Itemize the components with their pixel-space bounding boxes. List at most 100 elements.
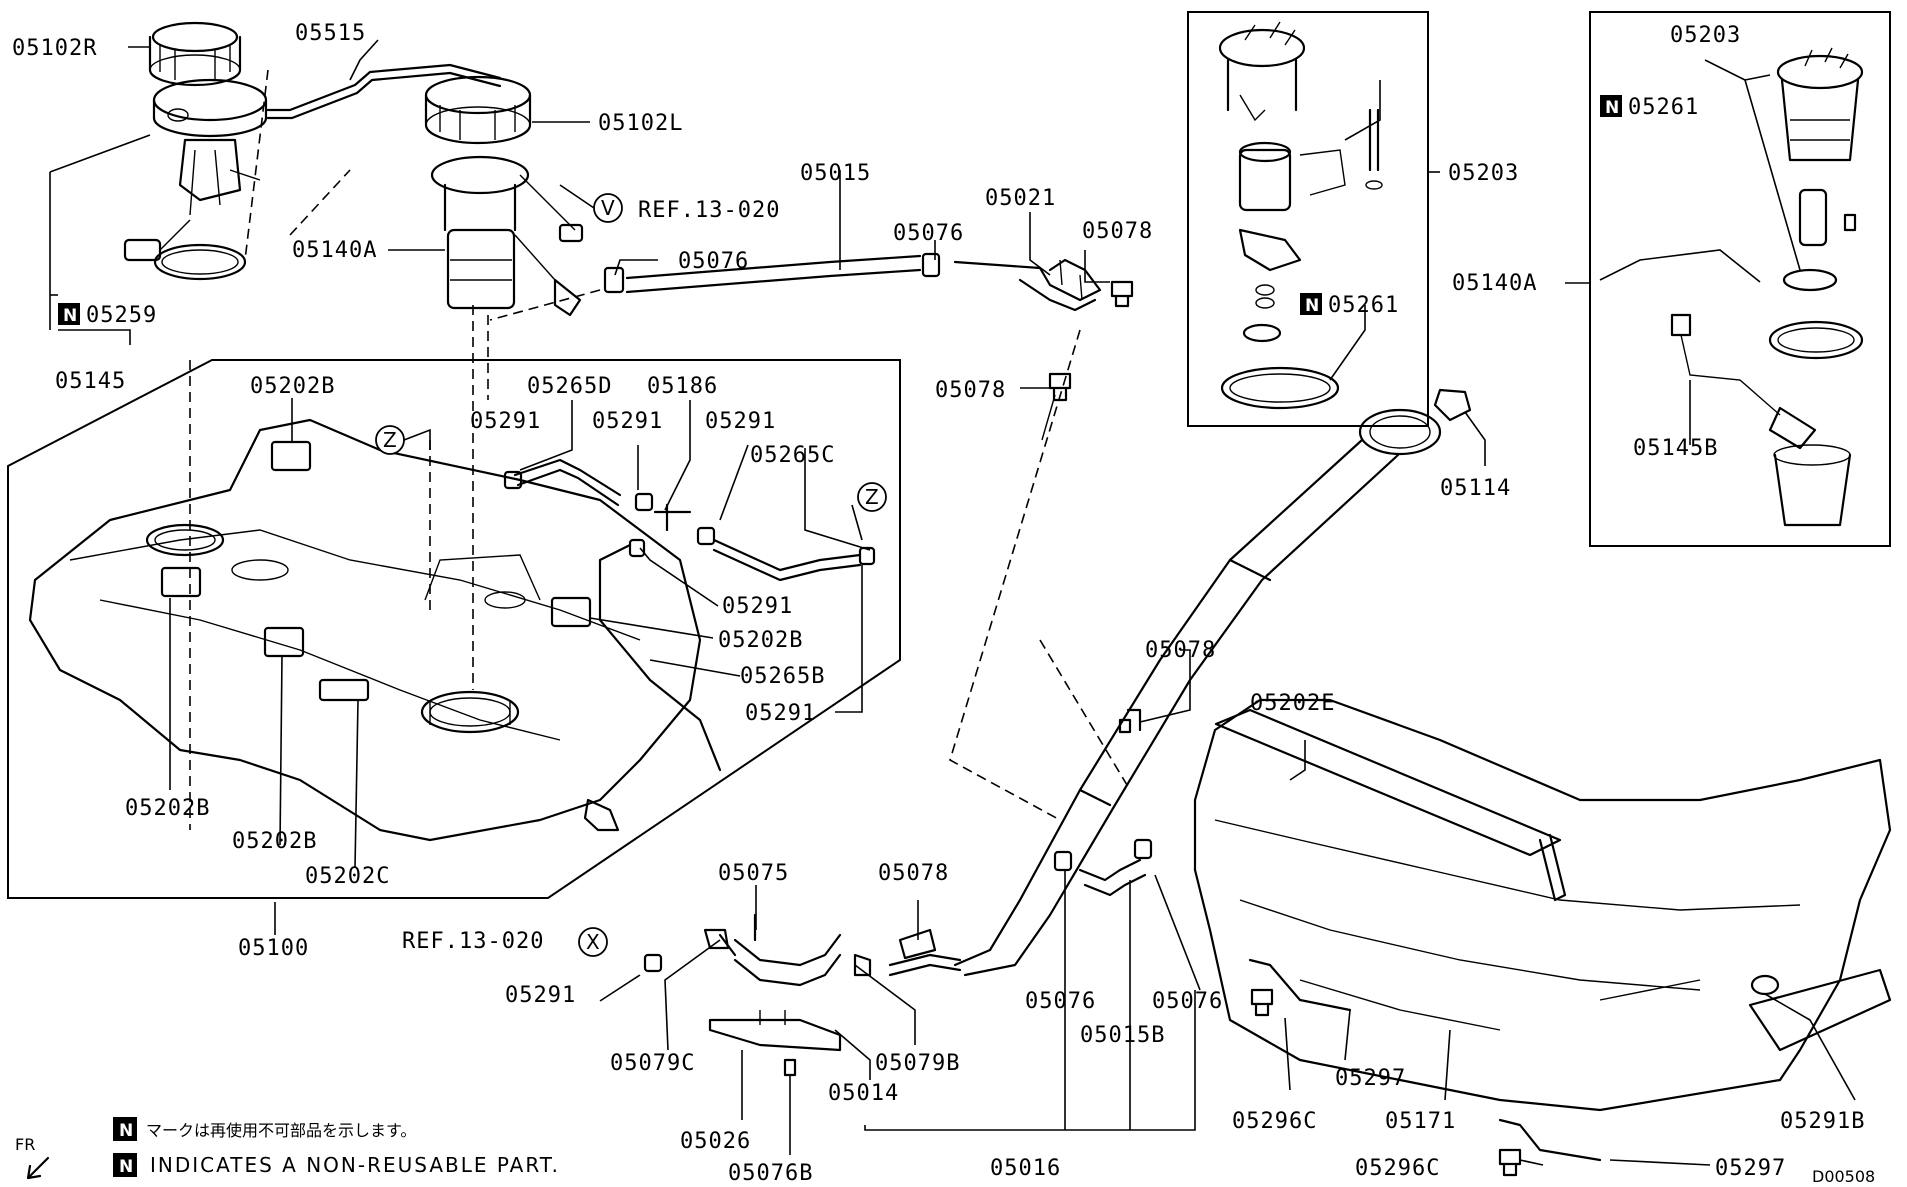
label-05291B: 05291B bbox=[1780, 1109, 1865, 1134]
pump-module-detail-b bbox=[1599, 47, 1864, 527]
label-05076-bl: 05076 bbox=[1025, 989, 1096, 1014]
bolt-05078-mid bbox=[1048, 372, 1072, 402]
label-05076-top: 05076 bbox=[893, 221, 964, 246]
pump-cover-05102R bbox=[152, 78, 268, 138]
label-05202E: 05202E bbox=[1250, 691, 1335, 716]
label-05202C: 05202C bbox=[305, 864, 390, 889]
legend-n-badge-2-text: N bbox=[119, 1157, 133, 1177]
n-badge-05261-b bbox=[1600, 95, 1622, 117]
label-05297-top: 05297 bbox=[1335, 1066, 1406, 1091]
n-badge-05261 bbox=[1300, 293, 1322, 315]
vent-hose-05015 bbox=[603, 252, 941, 294]
legend-n-badge-1-text: N bbox=[119, 1121, 133, 1141]
front-direction-label: FR bbox=[15, 1135, 35, 1154]
label-05076-br: 05076 bbox=[1152, 989, 1223, 1014]
ref-13-020-x: REF.13-020 bbox=[402, 929, 544, 954]
label-05078-right: 05078 bbox=[1145, 638, 1216, 663]
label-05186: 05186 bbox=[647, 374, 718, 399]
pump-detail-frame-a bbox=[1187, 11, 1429, 427]
fuel-pump-05140A bbox=[430, 155, 584, 317]
brackets-05297 bbox=[1248, 958, 1602, 1162]
label-05203-right: 05203 bbox=[1448, 161, 1519, 186]
label-05026: 05026 bbox=[680, 1129, 751, 1154]
lock-ring-05102R bbox=[148, 21, 242, 87]
label-05014: 05014 bbox=[828, 1081, 899, 1106]
label-05140A-right: 05140A bbox=[1452, 271, 1537, 296]
ref-circle-v-text: V bbox=[601, 196, 615, 220]
fuel-pipe-05515 bbox=[266, 63, 502, 120]
label-05078-top: 05078 bbox=[1082, 219, 1153, 244]
label-05075: 05075 bbox=[718, 861, 789, 886]
label-05259: 05259 bbox=[86, 303, 157, 328]
legend-note-english: INDICATES A NON-REUSABLE PART. bbox=[150, 1153, 560, 1177]
fuel-tank-05100 bbox=[28, 418, 702, 842]
dashed-guide-3 bbox=[487, 289, 601, 400]
label-05145B: 05145B bbox=[1633, 436, 1718, 461]
legend-note-japanese: マークは再使用不可部品を示します。 bbox=[146, 1121, 416, 1140]
label-05079B: 05079B bbox=[875, 1051, 960, 1076]
n-badge-05259 bbox=[58, 303, 80, 325]
label-05261-a: 05261 bbox=[1328, 293, 1399, 318]
ref-circle-x bbox=[578, 927, 608, 957]
diagram-code: D00508 bbox=[1812, 1167, 1875, 1186]
tank-undercover bbox=[1193, 698, 1892, 1112]
sender-unit-05145 bbox=[123, 138, 261, 281]
label-05015: 05015 bbox=[800, 161, 871, 186]
lock-ring-05102L bbox=[424, 75, 532, 145]
label-05202B-bottom: 05202B bbox=[232, 829, 317, 854]
tank-assembly-frame bbox=[7, 359, 901, 899]
pads-05202B bbox=[160, 440, 592, 702]
label-05076B: 05076B bbox=[728, 1161, 813, 1186]
ref-circle-z2-text: Z bbox=[865, 485, 879, 509]
label-05291-a: 05291 bbox=[470, 409, 541, 434]
label-05291-f: 05291 bbox=[505, 983, 576, 1008]
label-05265B: 05265B bbox=[740, 664, 825, 689]
label-05076-left: 05076 bbox=[678, 249, 749, 274]
label-05202B-left: 05202B bbox=[125, 796, 210, 821]
label-05297-bottom: 05297 bbox=[1715, 1156, 1786, 1181]
ref-circle-x-text: X bbox=[586, 930, 600, 954]
label-05265C: 05265C bbox=[750, 443, 835, 468]
valve-05021 bbox=[953, 258, 1102, 312]
label-05114: 05114 bbox=[1440, 476, 1511, 501]
label-05171: 05171 bbox=[1385, 1109, 1456, 1134]
legend-n-badge-1 bbox=[113, 1117, 137, 1141]
label-05515: 05515 bbox=[295, 21, 366, 46]
label-05100: 05100 bbox=[238, 936, 309, 961]
label-05202B-top: 05202B bbox=[250, 374, 335, 399]
reference-callouts: V REF.13-020 Z Z bbox=[375, 184, 887, 541]
dashed-guide-2 bbox=[289, 169, 351, 236]
label-05078-bottom: 05078 bbox=[878, 861, 949, 886]
dashed-guide-1 bbox=[244, 69, 269, 261]
legend: N マークは再使用不可部品を示します。 N INDICATES A NON-RE… bbox=[15, 1117, 1875, 1186]
bottom-hoses bbox=[703, 913, 962, 987]
label-05296C-top: 05296C bbox=[1232, 1109, 1317, 1134]
ref-13-020-v: REF.13-020 bbox=[638, 198, 780, 223]
label-05016: 05016 bbox=[990, 1156, 1061, 1181]
filler-neck bbox=[953, 388, 1472, 977]
n-badge-05261-text: N bbox=[1305, 296, 1319, 316]
n-badge-05261-b-text: N bbox=[1605, 98, 1619, 118]
label-05261-b: 05261 bbox=[1628, 95, 1699, 120]
dashed-guide-5 bbox=[1039, 639, 1131, 791]
label-05145: 05145 bbox=[55, 369, 126, 394]
label-05021: 05021 bbox=[985, 186, 1056, 211]
label-05291-b: 05291 bbox=[592, 409, 663, 434]
label-05102L: 05102L bbox=[598, 111, 683, 136]
label-05140A-left: 05140A bbox=[292, 238, 377, 263]
label-05291-e: 05291 bbox=[745, 701, 816, 726]
hose-05015B bbox=[1053, 708, 1153, 897]
leader-lines bbox=[49, 39, 1856, 1166]
label-05291-d: 05291 bbox=[722, 594, 793, 619]
label-05015B: 05015B bbox=[1080, 1023, 1165, 1048]
bolts-05296C bbox=[1250, 988, 1522, 1177]
label-05102R: 05102R bbox=[12, 36, 97, 61]
ref-circle-z1-text: Z bbox=[383, 428, 397, 452]
front-arrow-icon bbox=[26, 1156, 50, 1180]
label-05079C: 05079C bbox=[610, 1051, 695, 1076]
dashed-guide-4 bbox=[949, 329, 1081, 821]
label-05291-c: 05291 bbox=[705, 409, 776, 434]
pump-module-detail-a bbox=[1218, 21, 1383, 410]
bracket-05026 bbox=[708, 1010, 842, 1077]
